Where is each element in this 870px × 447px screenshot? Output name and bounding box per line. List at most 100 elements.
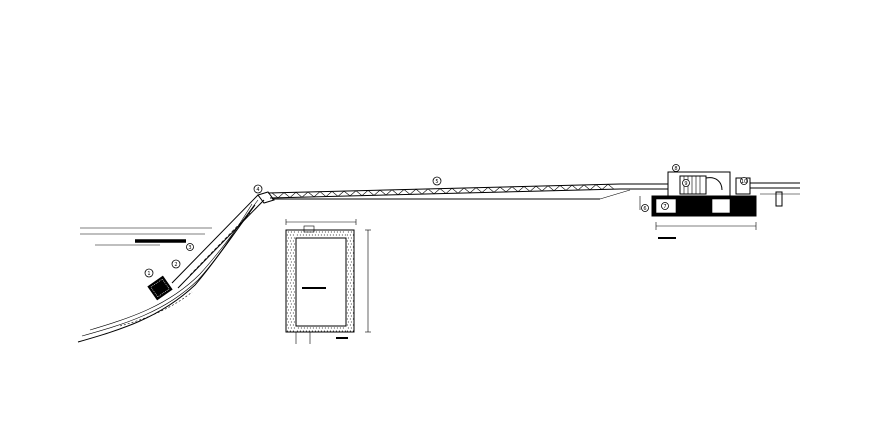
hatch-dot xyxy=(339,231,341,233)
hatch-dot xyxy=(289,300,291,302)
hatch-dot xyxy=(286,258,288,260)
hatch-dot xyxy=(349,294,351,296)
hatch-dot xyxy=(352,282,354,284)
callout-circle xyxy=(253,184,263,194)
hatch-dot xyxy=(346,306,348,308)
hatch-dot xyxy=(290,309,292,311)
hatch-dot xyxy=(293,327,295,329)
hatch-dot xyxy=(299,330,301,332)
hatch-dot xyxy=(293,255,295,257)
hatch-dot xyxy=(287,309,289,311)
hatch-dot xyxy=(326,234,328,236)
hatch-dot xyxy=(332,330,334,332)
hatch-dot xyxy=(347,297,349,299)
hatch-dot xyxy=(347,237,349,239)
hatch-dot xyxy=(286,246,288,248)
hatch-dot xyxy=(286,324,288,326)
hatch-dot xyxy=(335,330,337,332)
callout-3: 3 xyxy=(186,243,194,251)
hatch-dot xyxy=(352,300,354,302)
hatch-dot xyxy=(315,327,317,329)
hatch-dot xyxy=(347,261,349,263)
hatch-dot xyxy=(303,327,305,329)
hatch-dot xyxy=(350,273,352,275)
callout-label: 8 xyxy=(674,166,677,172)
hatch-dot xyxy=(349,324,351,326)
hatch-dot xyxy=(289,276,291,278)
hatch-dot xyxy=(346,330,348,332)
hatch-dot xyxy=(292,300,294,302)
hatch-dot xyxy=(293,279,295,281)
hatch-dot xyxy=(293,321,295,323)
hatch-dot xyxy=(293,291,295,293)
hatch-dot xyxy=(347,285,349,287)
callout-label: 10 xyxy=(741,179,747,185)
hatch-dot xyxy=(289,258,291,260)
hatch-dot xyxy=(293,231,295,233)
callouts: 1 2 3 4 5 6 7 8 xyxy=(144,164,748,278)
hatch-dot xyxy=(292,306,294,308)
hatch-dot xyxy=(290,243,292,245)
bank-outline xyxy=(77,204,256,343)
hatch-dot xyxy=(286,288,288,290)
hatch-dot xyxy=(292,294,294,296)
hatch-dot xyxy=(290,255,292,257)
hatch-dot xyxy=(350,297,352,299)
hatch-dot xyxy=(332,234,334,236)
hatch-dot xyxy=(292,246,294,248)
hatch-dot xyxy=(293,285,295,287)
hatch-dot xyxy=(290,249,292,251)
hatch-dot xyxy=(346,276,348,278)
hatch-dot xyxy=(349,246,351,248)
hatch-dot xyxy=(339,327,341,329)
hatch-dot xyxy=(287,315,289,317)
callout-circle xyxy=(682,179,690,187)
hatch-dot xyxy=(333,327,335,329)
hatch-dot xyxy=(290,279,292,281)
hatch-dot xyxy=(346,252,348,254)
foundation-void-2 xyxy=(711,198,731,214)
hatch-dot xyxy=(296,234,298,236)
hatch-dot xyxy=(350,249,352,251)
hatch-dot xyxy=(287,273,289,275)
hatch-dot xyxy=(350,261,352,263)
hatch-dot xyxy=(352,276,354,278)
callout-4: 4 xyxy=(253,184,263,194)
callout-circle xyxy=(661,202,669,210)
hatch-dot xyxy=(289,246,291,248)
hatch-dot xyxy=(349,276,351,278)
hatch-dot xyxy=(350,285,352,287)
hatch-dot xyxy=(289,312,291,314)
hatch-dot xyxy=(292,282,294,284)
hatch-dot xyxy=(290,315,292,317)
hatch-dot xyxy=(323,234,325,236)
hatch-dot xyxy=(309,327,311,329)
hatch-dot xyxy=(287,261,289,263)
hatch-dot xyxy=(320,330,322,332)
tank-inlet xyxy=(303,225,315,233)
pipe-centerline xyxy=(189,212,251,276)
callout-5: 5 xyxy=(432,176,442,186)
hatch-dot xyxy=(292,240,294,242)
hatch-dot xyxy=(346,324,348,326)
hatch-dot xyxy=(350,267,352,269)
reservoir xyxy=(80,227,212,246)
callout-circle xyxy=(641,204,649,212)
callout-circle xyxy=(740,177,748,185)
hatch-dot xyxy=(290,321,292,323)
hatch-dot xyxy=(350,231,352,233)
discharge-bend xyxy=(705,177,723,191)
hatch-dot xyxy=(347,267,349,269)
bank-hatch xyxy=(119,291,193,327)
callout-6: 6 xyxy=(641,204,649,212)
callout-label: 1 xyxy=(147,271,150,277)
hatch-dot xyxy=(335,234,337,236)
hatch-dot xyxy=(350,315,352,317)
hatch-dot xyxy=(346,240,348,242)
hatch-dot xyxy=(350,321,352,323)
hatch-dot xyxy=(287,303,289,305)
hatch-dot xyxy=(311,330,313,332)
hatch-dot xyxy=(352,294,354,296)
hatch-dot xyxy=(290,261,292,263)
hatch-dot xyxy=(308,330,310,332)
